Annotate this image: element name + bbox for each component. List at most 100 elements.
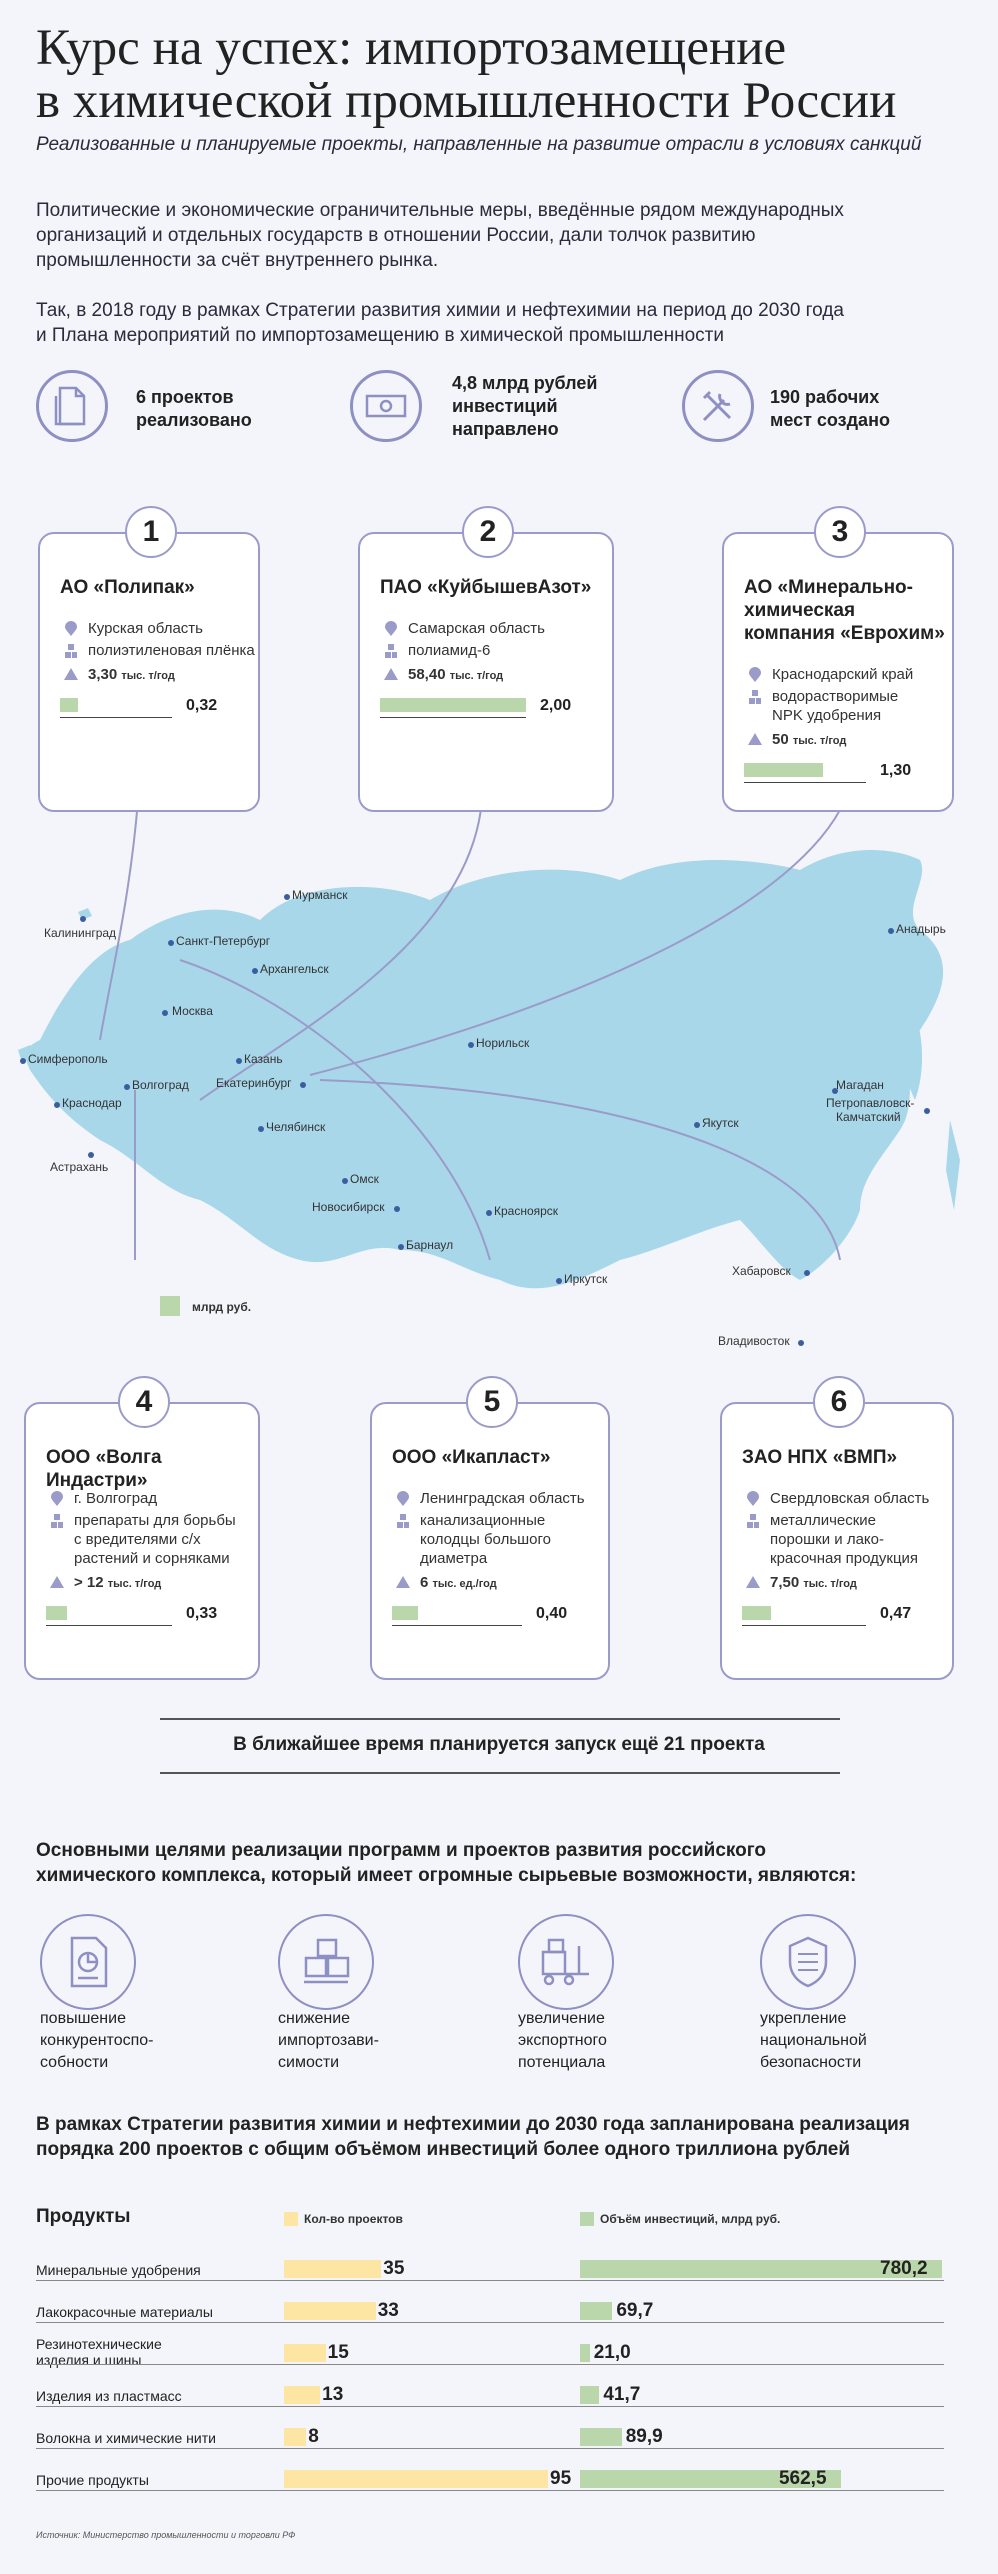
projects-bar xyxy=(284,2344,326,2362)
investment-value-label: 780,2 xyxy=(880,2258,928,2279)
forklift-icon xyxy=(518,1914,614,2010)
city-astrakhan: Астрахань xyxy=(50,1160,109,1174)
row-separator xyxy=(36,2406,944,2407)
investment-bar xyxy=(742,1606,772,1620)
city-kazan: Казань xyxy=(244,1052,283,1066)
investment-bar xyxy=(60,698,78,712)
project-capacity-row: 6 тыс. ед./год xyxy=(392,1573,497,1594)
company-name-line: ЗАО НПХ «ВМП» xyxy=(742,1447,898,1468)
city-krasnodar: Краснодар xyxy=(62,1096,122,1110)
boxes-icon xyxy=(278,1914,374,2010)
city-volgograd: Волгоград xyxy=(132,1078,189,1092)
category-line: Волокна и химические нити xyxy=(36,2430,216,2446)
product-line: диаметра xyxy=(420,1550,488,1567)
project-capacity: 3,30 тыс. т/год xyxy=(88,665,175,686)
investment-value-label: 562,5 xyxy=(778,2468,827,2489)
project-capacity: > 12 тыс. т/год xyxy=(74,1573,161,1594)
company-name-line: ПАО «КуйбышевАзот» xyxy=(380,577,592,598)
map-dot xyxy=(252,968,258,974)
projects-value-label: 35 xyxy=(383,2258,405,2279)
project-capacity: 58,40 тыс. т/год xyxy=(408,665,503,686)
intro-p1-line: промышленности за счёт внутреннего рынка… xyxy=(36,250,439,271)
connector-1 xyxy=(99,800,139,1041)
investment-value-label: 41,7 xyxy=(603,2384,641,2405)
stat-line: 6 проектов xyxy=(136,387,234,407)
investment-bar-track xyxy=(742,1603,866,1626)
project-region: Краснодарский край xyxy=(772,666,914,683)
goal-line: экспортного xyxy=(518,2032,607,2049)
project-product-row: полиамид-6 xyxy=(380,641,490,660)
investment-value-label: 89,9 xyxy=(625,2426,663,2447)
map-dot xyxy=(804,1270,810,1276)
city-simferopol: Симферополь xyxy=(28,1052,108,1066)
project-number-badge: 2 xyxy=(462,506,514,558)
investment-bar xyxy=(580,2344,590,2362)
stat-line: 4,8 млрд рублей xyxy=(452,373,598,393)
city-krasnoyarsk: Красноярск xyxy=(494,1204,559,1218)
company-name-line: компания «Еврохим» xyxy=(744,623,945,644)
product-line: порошки и лако- xyxy=(770,1531,885,1548)
investment-value: 0,32 xyxy=(186,697,218,714)
project-number-badge: 1 xyxy=(125,506,177,558)
connector-5 xyxy=(179,959,491,1261)
location-pin-icon xyxy=(380,621,402,637)
project-region: Свердловская область xyxy=(770,1490,930,1507)
table-heading: Продукты xyxy=(36,2206,131,2227)
project-capacity-row: > 12 тыс. т/год xyxy=(46,1573,161,1594)
page-title: Курс на успех: импортозамещение в химиче… xyxy=(36,22,976,128)
divider xyxy=(160,1772,840,1774)
product-line: металлические xyxy=(770,1512,877,1529)
project-number-badge: 3 xyxy=(814,506,866,558)
company-name-line: химическая xyxy=(744,600,856,621)
product-line: колодцы большого xyxy=(420,1531,552,1548)
strategy-line: порядка 200 проектов с общим объёмом инв… xyxy=(36,2139,851,2160)
project-region-row: Свердловская область xyxy=(742,1489,929,1508)
intro-p1-line: Политические и экономические ограничител… xyxy=(36,200,844,221)
map-dot xyxy=(124,1084,130,1090)
stat-investments: 4,8 млрд рублей инвестиций направлено xyxy=(452,372,597,441)
goal-line: собности xyxy=(40,2054,109,2071)
banknote-icon xyxy=(350,370,422,442)
project-number-badge: 6 xyxy=(813,1376,865,1428)
project-company-name: ООО «Волга Индастри» xyxy=(46,1446,258,1492)
project-number-badge: 4 xyxy=(118,1376,170,1428)
project-region: Самарская область xyxy=(408,620,545,637)
map-dot xyxy=(236,1058,242,1064)
capacity-value: > 12 xyxy=(74,1574,104,1591)
product-category-label: Лакокрасочные материалы xyxy=(36,2304,213,2320)
capacity-value: 6 xyxy=(420,1574,429,1591)
map-dot xyxy=(486,1210,492,1216)
capacity-unit: тыс. т/год xyxy=(449,670,504,682)
projects-value-label: 33 xyxy=(377,2300,399,2321)
title-line-1: Курс на успех: импортозамещение xyxy=(36,20,787,76)
project-product-row: полиэтиленовая плёнка xyxy=(60,641,255,660)
map-dot xyxy=(398,1244,404,1250)
city-vladivostok: Владивосток xyxy=(718,1334,790,1348)
goal-security: укрепление национальной безопасности xyxy=(760,2008,867,2074)
triangle-icon xyxy=(744,732,766,746)
map-dot xyxy=(394,1206,400,1212)
boxes-icon xyxy=(60,643,82,659)
row-separator xyxy=(36,2448,944,2449)
company-name-line: ООО «Волга Индастри» xyxy=(46,1447,162,1491)
city-moscow: Москва xyxy=(172,1004,213,1018)
investment-bar-track xyxy=(392,1603,522,1626)
projects-value-label: 95 xyxy=(550,2468,572,2489)
russia-territory xyxy=(25,850,944,1289)
triangle-icon xyxy=(380,667,402,681)
goal-line: повышение xyxy=(40,2010,126,2027)
investment-value: 2,00 xyxy=(540,697,572,714)
map-dot xyxy=(556,1278,562,1284)
map-legend-label: млрд руб. xyxy=(192,1300,252,1314)
kamchatka xyxy=(894,980,923,1100)
city-barnaul: Барнаул xyxy=(406,1238,454,1252)
city-magadan: Магадан xyxy=(836,1078,884,1092)
projects-bar xyxy=(284,2428,307,2446)
stat-line: направлено xyxy=(452,419,559,439)
project-company-name: ПАО «КуйбышевАзот» xyxy=(380,576,591,599)
legend-projects-swatch xyxy=(284,2212,298,2226)
document-icon xyxy=(36,370,108,442)
